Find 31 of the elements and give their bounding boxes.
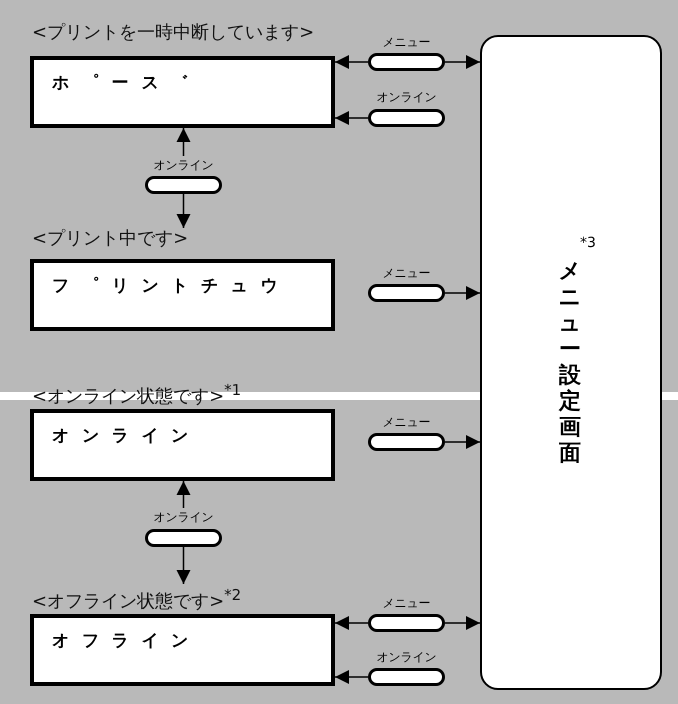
menu-screen-title: メニュー設定画面: [558, 259, 582, 467]
arrow: [335, 670, 368, 684]
key-label: オンライン: [152, 510, 214, 524]
arrow: [445, 286, 480, 300]
lcd-display: フ゜リントチュウ: [30, 259, 335, 331]
lcd-display: オフライン: [30, 614, 335, 686]
lcd-display: ホ゜ース゛: [30, 56, 335, 128]
arrow: [176, 481, 190, 508]
lcd-display: オンライン: [30, 409, 335, 481]
key-label: メニュー: [382, 415, 432, 429]
key-label: メニュー: [382, 35, 432, 49]
key-label: オンライン: [152, 158, 214, 172]
key-label: メニュー: [382, 266, 432, 280]
footnote-mark: *3: [580, 235, 596, 251]
arrow: [445, 616, 480, 630]
arrow: [176, 128, 190, 156]
arrow: [445, 435, 480, 449]
menu-screen-box: [480, 35, 662, 690]
status-heading: <オフライン状態です>$^{*2}$: [32, 585, 242, 613]
arrow: [335, 55, 368, 69]
status-heading: <プリントを一時中断しています>: [32, 22, 314, 44]
status-heading: <プリント中です>: [32, 228, 188, 250]
arrow: [176, 194, 190, 228]
arrow: [445, 55, 480, 69]
arrow: [335, 616, 368, 630]
key-label: オンライン: [376, 90, 438, 104]
status-heading: <オンライン状態です>$^{*1}$: [32, 380, 242, 408]
key-label: オンライン: [376, 650, 438, 664]
key-label: メニュー: [382, 596, 432, 610]
arrow: [176, 547, 190, 584]
arrow: [335, 111, 368, 125]
